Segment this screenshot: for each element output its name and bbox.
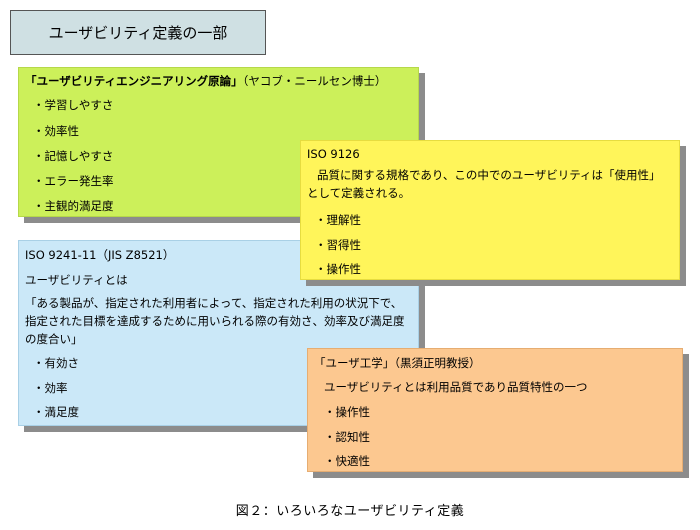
nielsen-item: ・エラー発生率 [33, 174, 114, 188]
iso9126-heading: ISO 9126 [307, 147, 360, 161]
kurosu-description: ユーザビリティとは利用品質であり品質特性の一つ [324, 380, 588, 394]
iso9126-item: ・習得性 [315, 238, 361, 252]
iso9241-item: ・効率 [33, 381, 68, 395]
iso9241-quote: 「ある製品が、指定された利用者によって、指定された利用の状況下で、指定された目標… [25, 296, 405, 346]
nielsen-item: ・記憶しやすさ [33, 149, 114, 163]
kurosu-item: ・快適性 [324, 454, 370, 468]
iso9241-intro: ユーザビリティとは [25, 273, 128, 287]
kurosu-item: ・操作性 [324, 405, 370, 419]
diagram-title: ユーザビリティ定義の一部 [48, 24, 228, 42]
nielsen-item: ・学習しやすさ [33, 98, 114, 112]
figure-caption: 図２：いろいろなユーザビリティ定義 [235, 504, 465, 519]
iso9241-item: ・満足度 [33, 405, 79, 419]
diagram-title-box: ユーザビリティ定義の一部 [10, 10, 266, 55]
nielsen-book-title: 「ユーザビリティエンジニアリング原論」 [25, 74, 243, 88]
nielsen-item: ・効率性 [33, 124, 79, 138]
kurosu-item: ・認知性 [324, 430, 370, 444]
nielsen-author: （ヤコブ・ニールセン博士） [242, 74, 387, 88]
iso9126-definition-box: ISO 9126 品質に関する規格であり、この中でのユーザビリティは「使用性」と… [300, 140, 680, 280]
iso9126-description: 品質に関する規格であり、この中でのユーザビリティは「使用性」として定義される。 [307, 168, 661, 200]
iso9241-item: ・有効さ [33, 356, 79, 370]
nielsen-heading: 「ユーザビリティエンジニアリング原論」（ヤコブ・ニールセン博士） [25, 74, 386, 88]
kurosu-definition-box: 「ユーザ工学」（黒須正明教授） ユーザビリティとは利用品質であり品質特性の一つ … [307, 348, 683, 472]
kurosu-heading: 「ユーザ工学」（黒須正明教授） [314, 356, 481, 370]
iso9126-item: ・操作性 [315, 262, 361, 276]
iso9241-heading: ISO 9241-11（JIS Z8521） [25, 248, 175, 262]
nielsen-item: ・主観的満足度 [33, 199, 114, 213]
iso9126-item: ・理解性 [315, 213, 361, 227]
